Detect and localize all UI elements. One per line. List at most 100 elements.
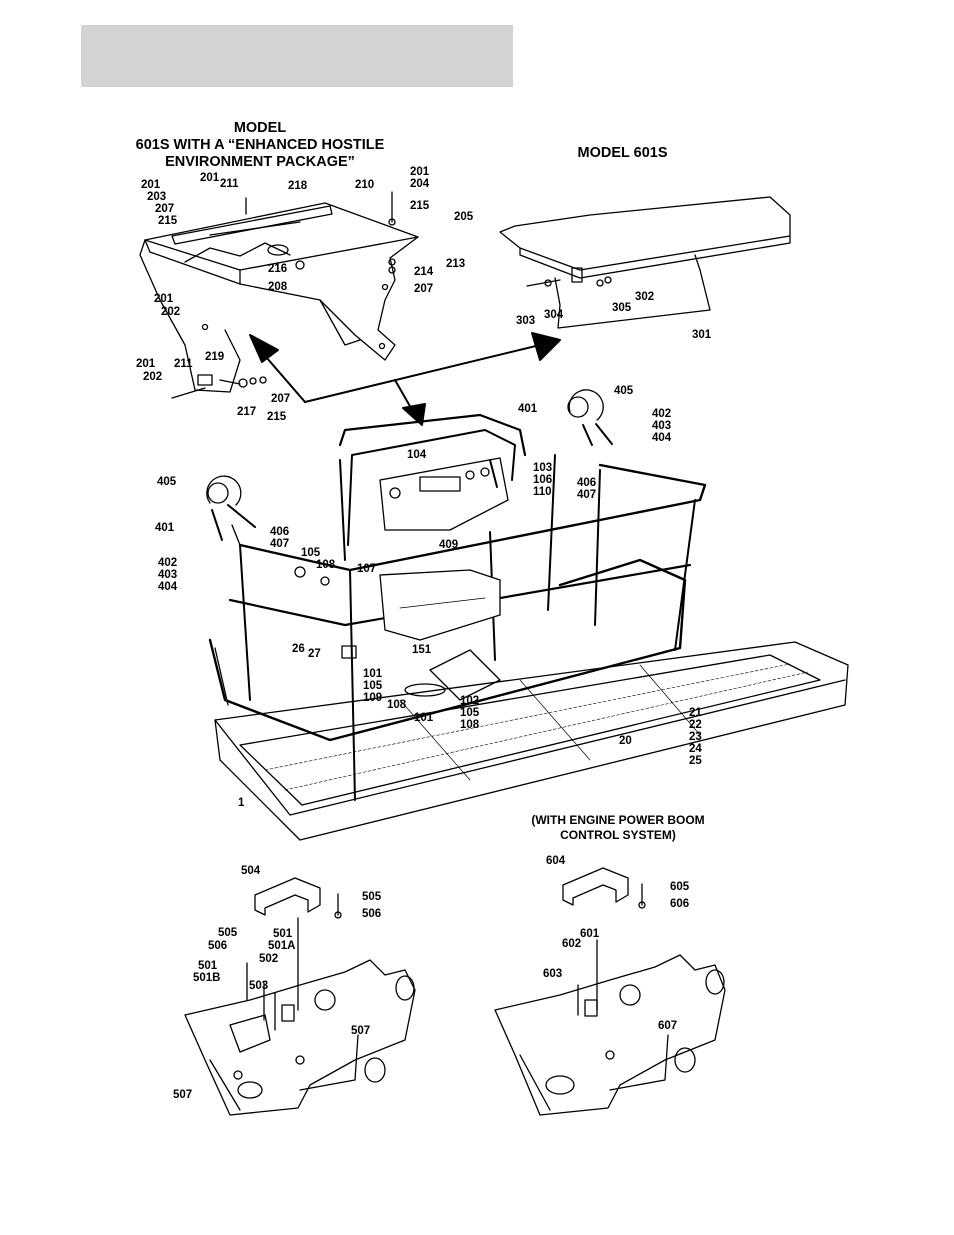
part-label: 404 xyxy=(158,581,178,593)
part-label: 406 xyxy=(577,477,596,489)
part-label: 406 xyxy=(270,526,289,538)
part-number-labels: 201 201 203 207 215 211 218 210 201 204 … xyxy=(136,166,712,1101)
part-label: 606 xyxy=(670,898,689,910)
part-label: 207 xyxy=(155,203,174,215)
hostile-canopy-drawing xyxy=(139,191,419,399)
part-label: 108 xyxy=(460,719,480,731)
part-label: 215 xyxy=(158,215,178,227)
part-label: 207 xyxy=(414,283,433,295)
part-label: 607 xyxy=(658,1020,677,1032)
part-label: 101 xyxy=(363,668,383,680)
part-label: 211 xyxy=(220,178,239,190)
part-label: 604 xyxy=(546,855,566,867)
part-label: 501 xyxy=(273,928,293,940)
part-label: 208 xyxy=(268,281,288,293)
part-label: 603 xyxy=(543,968,562,980)
part-label: 201 xyxy=(154,293,174,305)
part-label: 20 xyxy=(619,735,632,747)
part-label: 25 xyxy=(689,755,702,767)
part-label: 507 xyxy=(173,1089,192,1101)
part-label: 605 xyxy=(670,881,690,893)
part-label: 102 xyxy=(460,695,479,707)
part-label: 403 xyxy=(158,569,177,581)
title-line: 601S WITH A “ENHANCED HOSTILE xyxy=(135,137,385,153)
part-label: 216 xyxy=(268,263,287,275)
part-label: 305 xyxy=(612,302,632,314)
part-label: 303 xyxy=(516,315,535,327)
part-label: 403 xyxy=(652,420,671,432)
part-label: 105 xyxy=(301,547,321,559)
part-label: 504 xyxy=(241,865,261,877)
part-label: 407 xyxy=(270,538,289,550)
part-label: 506 xyxy=(208,940,227,952)
assembly-arrows xyxy=(249,332,561,426)
part-label: 109 xyxy=(363,692,382,704)
part-label: 201 xyxy=(136,358,156,370)
part-label: 219 xyxy=(205,351,224,363)
part-label: 22 xyxy=(689,719,702,731)
part-label: 304 xyxy=(544,309,564,321)
part-label: 21 xyxy=(689,707,702,719)
title-line: CONTROL SYSTEM) xyxy=(560,828,676,842)
part-label: 405 xyxy=(157,476,177,488)
part-label: 502 xyxy=(259,953,278,965)
part-label: 110 xyxy=(533,486,552,498)
part-label: 402 xyxy=(652,408,671,420)
part-label: 106 xyxy=(533,474,552,486)
part-label: 101 xyxy=(414,712,434,724)
part-label: 215 xyxy=(410,200,430,212)
part-label: 407 xyxy=(577,489,596,501)
part-label: 108 xyxy=(387,699,407,711)
part-label: 26 xyxy=(292,643,305,655)
part-label: 507 xyxy=(351,1025,370,1037)
part-label: 107 xyxy=(357,563,376,575)
left-bracket-drawing xyxy=(184,877,416,1116)
part-label: 213 xyxy=(446,258,465,270)
part-label: 215 xyxy=(267,411,287,423)
title-engine-power-boom: (WITH ENGINE POWER BOOM CONTROL SYSTEM) xyxy=(500,813,736,843)
part-label: 401 xyxy=(518,403,538,415)
part-label: 214 xyxy=(414,266,434,278)
part-label: 409 xyxy=(439,539,458,551)
part-label: 402 xyxy=(158,557,177,569)
part-label: 24 xyxy=(689,743,702,755)
part-label: 501B xyxy=(193,972,221,984)
part-label: 506 xyxy=(362,908,381,920)
part-label: 601 xyxy=(580,928,600,940)
right-bracket-drawing xyxy=(494,867,726,1116)
title-model-601s-hostile: MODEL 601S WITH A “ENHANCED HOSTILE ENVI… xyxy=(120,120,400,171)
part-label: 503 xyxy=(249,980,268,992)
part-label: 302 xyxy=(635,291,654,303)
part-label: 105 xyxy=(460,707,480,719)
platform-basket-drawing xyxy=(206,389,849,841)
part-label: 151 xyxy=(412,644,432,656)
part-label: 201 xyxy=(141,179,161,191)
model-601s-plate-drawing xyxy=(499,196,791,329)
part-label: 27 xyxy=(308,648,321,660)
part-label: 202 xyxy=(143,371,162,383)
title-line: MODEL xyxy=(233,120,287,136)
part-label: 201 xyxy=(200,172,220,184)
part-label: 505 xyxy=(218,927,238,939)
part-label: 602 xyxy=(562,938,581,950)
title-line: (WITH ENGINE POWER BOOM xyxy=(531,813,705,827)
part-label: 211 xyxy=(174,358,193,370)
part-label: 210 xyxy=(355,179,374,191)
part-label: 405 xyxy=(614,385,634,397)
part-label: 108 xyxy=(316,559,336,571)
part-label: 501A xyxy=(268,940,296,952)
title-line: ENVIRONMENT PACKAGE” xyxy=(165,154,355,170)
part-label: 205 xyxy=(454,211,474,223)
part-label: 202 xyxy=(161,306,180,318)
part-label: 204 xyxy=(410,178,430,190)
title-model-601s: MODEL 601S xyxy=(577,145,668,161)
part-label: 217 xyxy=(237,406,256,418)
part-label: 301 xyxy=(692,329,712,341)
part-label: 23 xyxy=(689,731,702,743)
part-label: 103 xyxy=(533,462,552,474)
part-label: 1 xyxy=(238,797,245,809)
header-gray-box xyxy=(81,25,513,87)
part-label: 401 xyxy=(155,522,175,534)
part-label: 501 xyxy=(198,960,218,972)
